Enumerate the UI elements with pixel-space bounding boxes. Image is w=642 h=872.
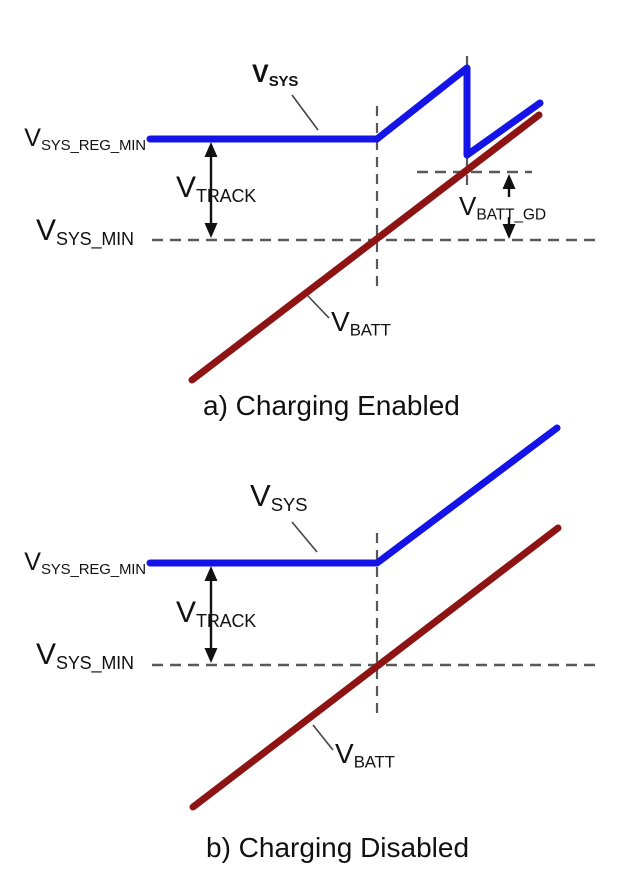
vbatt-label-b-main: V <box>335 738 354 769</box>
vbatt-line-a <box>188 111 543 384</box>
vbatt-gd-arrow-a <box>502 174 516 239</box>
vbatt-gd-label-a-sub: BATT_GD <box>476 206 547 224</box>
vbatt-gd-arrowhead-down-a <box>502 224 516 239</box>
vsys-curve-b <box>146 424 561 567</box>
vtrack-label-a: VTRACK <box>176 171 257 207</box>
vbatt-gd-label-a: VBATT_GD <box>459 193 546 223</box>
vsys-pointer-a <box>291 94 319 131</box>
vtrack-label-b-sub: TRACK <box>196 611 257 632</box>
vtrack-label-b: VTRACK <box>176 596 257 632</box>
vtrack-label-a-sub: TRACK <box>196 186 257 207</box>
vtrack-arrowhead-down-a <box>204 223 218 238</box>
vtrack-arrowhead-up-a <box>204 142 218 157</box>
diagram-a-lines <box>146 56 597 384</box>
vsys-label-a-main: V <box>252 60 269 88</box>
vbatt-label-b: VBATT <box>335 740 395 772</box>
vsys-reg-min-label-a-main: V <box>24 124 41 152</box>
vsys-label-a-sub: SYS <box>268 73 299 91</box>
vtrack-label-b-main: V <box>176 596 197 629</box>
vbatt-pointer-a <box>307 295 330 319</box>
diagram-b-lines <box>146 424 597 811</box>
caption-a: a) Charging Enabled <box>203 390 460 421</box>
vsys-reg-min-label-b-main: V <box>24 548 41 576</box>
vsys-reg-min-label-b-sub: SYS_REG_MIN <box>40 561 146 579</box>
vsys-min-label-a: VSYS_MIN <box>36 214 134 250</box>
vsys-label-b-main: V <box>250 478 271 513</box>
vtrack-label-a-main: V <box>176 171 197 204</box>
vsys-reg-min-label-b: VSYS_REG_MIN <box>18 548 146 579</box>
vbatt-gd-arrowhead-up-a <box>502 174 516 189</box>
vbatt-label-b-sub: BATT <box>353 752 395 772</box>
vsys-pointer-b <box>291 521 318 553</box>
vsys-min-label-b-sub: SYS_MIN <box>56 653 134 674</box>
vsys-reg-min-label-a-sub: SYS_REG_MIN <box>40 137 146 155</box>
caption-b: b) Charging Disabled <box>206 832 470 863</box>
vbatt-label-a-main: V <box>331 306 350 337</box>
vsys-min-label-a-main: V <box>36 214 57 247</box>
vbatt-label-a-sub: BATT <box>349 320 391 340</box>
vsys-label-a: VSYS <box>252 60 299 91</box>
vbatt-line-b <box>189 524 562 811</box>
vbatt-gd-label-a-main: V <box>459 191 477 221</box>
vsys-reg-min-label-a: VSYS_REG_MIN <box>18 124 146 155</box>
vtrack-arrowhead-down-b <box>204 648 218 663</box>
vsys-min-label-b: VSYS_MIN <box>36 638 134 674</box>
vtrack-arrow-a <box>204 142 218 238</box>
vbatt-pointer-b <box>312 724 334 751</box>
vsys-label-b-sub: SYS <box>270 494 308 516</box>
vsys-label-b: VSYS <box>250 478 308 516</box>
vbatt-label-a: VBATT <box>331 308 391 340</box>
vtrack-arrowhead-up-b <box>204 566 218 581</box>
vsys-min-label-b-main: V <box>36 638 57 671</box>
vsys-min-label-a-sub: SYS_MIN <box>56 229 134 250</box>
vtrack-arrow-b <box>204 566 218 663</box>
vsys-curve-a <box>146 64 544 159</box>
